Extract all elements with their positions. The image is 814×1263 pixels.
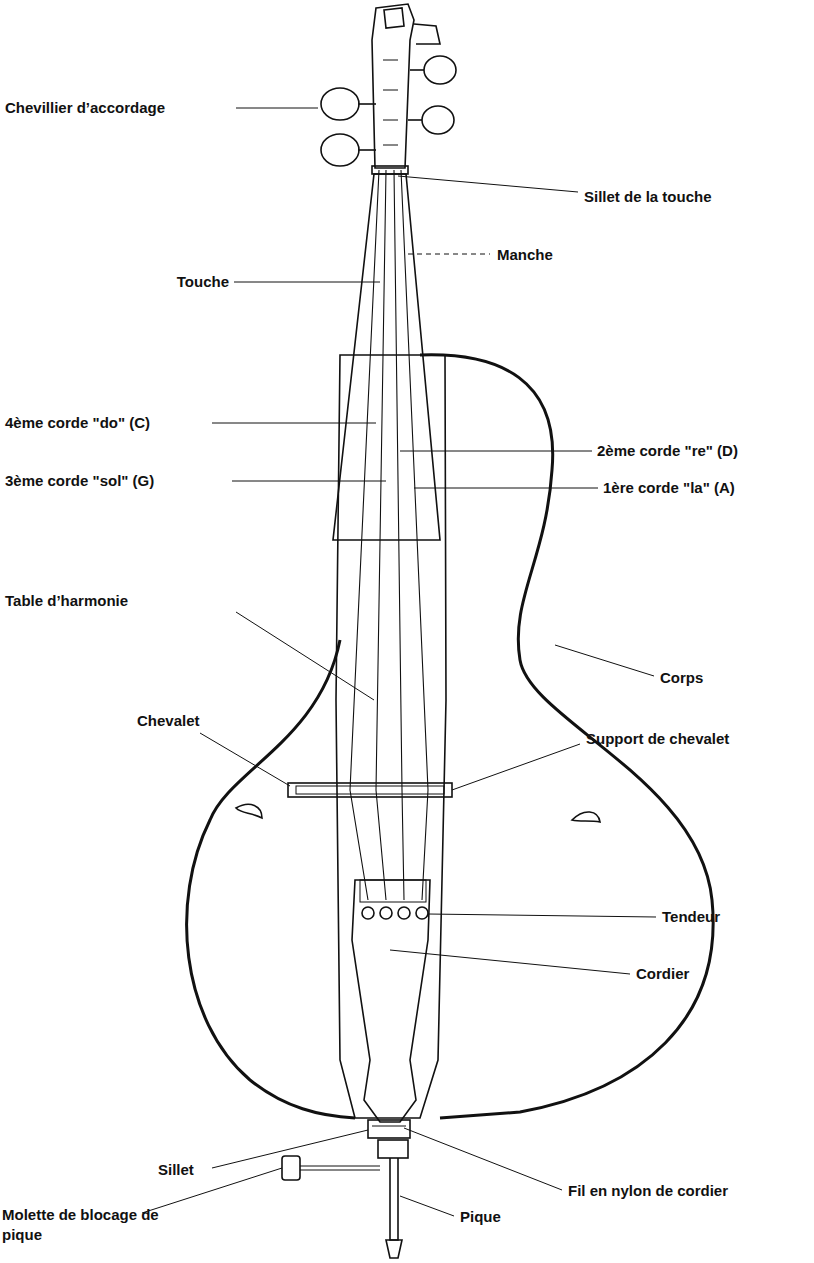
part-label: Sillet: [158, 1160, 194, 1180]
part-label: Corps: [660, 668, 703, 688]
endpin-screw: [300, 1166, 380, 1170]
left-horn: [236, 804, 262, 818]
saddle: [368, 1120, 410, 1138]
part-label: Fil en nylon de cordier: [568, 1181, 728, 1201]
fingerboard: [333, 174, 440, 540]
right-horn: [572, 812, 600, 822]
part-label: Tendeur: [662, 907, 720, 927]
part-label: 2ème corde "re" (D): [597, 441, 738, 461]
nut: [372, 166, 408, 174]
endpin: [390, 1158, 398, 1240]
part-label: Chevalet: [137, 711, 200, 731]
endpin-block: [378, 1140, 408, 1158]
tuning-pegs: [321, 56, 456, 166]
endpin-tip: [386, 1240, 402, 1258]
part-label: Touche: [177, 272, 229, 292]
part-label: 4ème corde "do" (C): [5, 413, 150, 433]
scroll: [384, 8, 404, 28]
part-label: Manche: [497, 245, 553, 265]
pegbox: [372, 4, 414, 168]
part-label: Pique: [460, 1207, 501, 1227]
endpin-lock-knob: [282, 1156, 300, 1180]
part-label: 1ère corde "la" (A): [603, 478, 735, 498]
tailpiece: [352, 880, 430, 1122]
part-label: 3ème corde "sol" (G): [5, 471, 154, 491]
tailpiece-nylon-wire: [372, 1126, 406, 1127]
part-label: Sillet de la touche: [584, 187, 712, 207]
scroll-side: [414, 24, 440, 44]
fine-tuners: [362, 907, 428, 919]
tailpiece-slots: [360, 880, 426, 902]
part-label: Molette de blocage de pique: [2, 1205, 172, 1245]
part-label: Chevillier d’accordage: [5, 98, 165, 118]
strings: [350, 170, 428, 900]
bridge: [296, 786, 444, 794]
peg-shafts: [383, 60, 398, 145]
leader-lines: [142, 108, 656, 1216]
body-frame-left: [187, 640, 355, 1118]
part-label: Support de chevalet: [586, 729, 729, 749]
part-label: Cordier: [636, 964, 689, 984]
part-label: Table d’harmonie: [5, 591, 128, 611]
